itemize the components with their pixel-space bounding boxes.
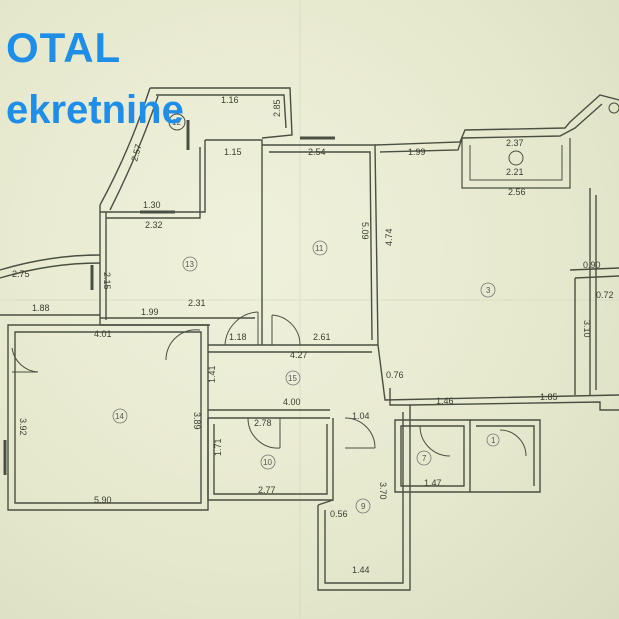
dim-label: 3.92 [18, 418, 28, 436]
dim-label: 1.18 [229, 332, 247, 342]
dim-label: 1.71 [213, 438, 223, 456]
dim-label: 2.78 [254, 418, 272, 428]
dim-label: 1.99 [141, 307, 159, 317]
svg-text:13: 13 [185, 260, 194, 269]
dim-label: 2.31 [188, 298, 206, 308]
room-marker-3: 3 [480, 282, 496, 298]
svg-text:11: 11 [315, 244, 324, 253]
room-marker-7: 7 [416, 450, 432, 466]
room-marker-13: 13 [182, 256, 198, 272]
dim-label: 4.74 [384, 228, 394, 246]
watermark-line-2: ekretnine [6, 88, 184, 132]
dim-label: 4.01 [94, 329, 112, 339]
room-marker-14: 14 [112, 408, 128, 424]
dim-label: 1.41 [207, 365, 217, 383]
dim-label: 1.15 [224, 147, 242, 157]
watermark-line-1: OTAL [6, 24, 122, 71]
dim-label: 1.85 [540, 392, 558, 402]
svg-text:14: 14 [115, 412, 124, 421]
dim-label: 3.70 [378, 482, 388, 500]
dim-label: 3.10 [582, 320, 592, 338]
svg-text:12: 12 [172, 118, 181, 127]
dim-label: 2.77 [258, 485, 276, 495]
dim-label: 2.85 [272, 99, 282, 117]
fixtures [168, 102, 619, 166]
svg-text:7: 7 [422, 454, 427, 463]
dim-label: 1.04 [352, 411, 370, 421]
room-marker-12: 12 [172, 118, 181, 127]
dim-label: 4.27 [290, 350, 308, 360]
dim-label: 0.76 [386, 370, 404, 380]
dim-label: 2.75 [12, 269, 30, 279]
dim-label: 2.54 [308, 147, 326, 157]
dim-label: 0.72 [596, 290, 614, 300]
dim-label: 1.30 [143, 200, 161, 210]
dim-label: 0.90 [583, 260, 601, 270]
room-marker-9: 9 [355, 498, 371, 514]
dim-label: 2.61 [313, 332, 331, 342]
dim-label: 1.99 [408, 147, 426, 157]
room-markers: 11 12 13 14 15 10 3 9 7 1 [112, 118, 500, 514]
dim-label: 0.56 [330, 509, 348, 519]
dim-label: 2.37 [506, 138, 524, 148]
svg-text:10: 10 [263, 458, 272, 467]
door-swings [11, 311, 527, 457]
room-marker-11: 11 [312, 240, 328, 256]
room-marker-15: 15 [285, 370, 301, 386]
dim-label: 1.88 [32, 303, 50, 313]
dim-label: 1.44 [352, 565, 370, 575]
dim-label: 1.47 [424, 478, 442, 488]
dim-label: 2.21 [506, 167, 524, 177]
dim-label: 5.09 [360, 222, 370, 240]
dim-label: 1.16 [221, 95, 239, 105]
dimension-labels: 1.16 2.85 2.57 1.15 2.54 1.99 2.37 2.21 … [12, 95, 614, 575]
dim-label: 2.56 [508, 187, 526, 197]
dim-label: 5.90 [94, 495, 112, 505]
dim-label: 2.15 [102, 272, 112, 290]
dim-label: 4.00 [283, 397, 301, 407]
dim-label: 2.57 [129, 143, 143, 163]
svg-text:15: 15 [288, 374, 297, 383]
room-marker-10: 10 [260, 454, 276, 470]
dim-label: 1.46 [436, 396, 454, 406]
svg-text:3: 3 [486, 286, 491, 295]
windows [3, 120, 335, 475]
dim-label: 2.32 [145, 220, 163, 230]
room-marker-1: 1 [486, 433, 500, 447]
svg-text:1: 1 [491, 436, 496, 445]
dim-label: 3.89 [192, 412, 202, 430]
svg-text:9: 9 [361, 502, 366, 511]
walls [0, 87, 619, 591]
